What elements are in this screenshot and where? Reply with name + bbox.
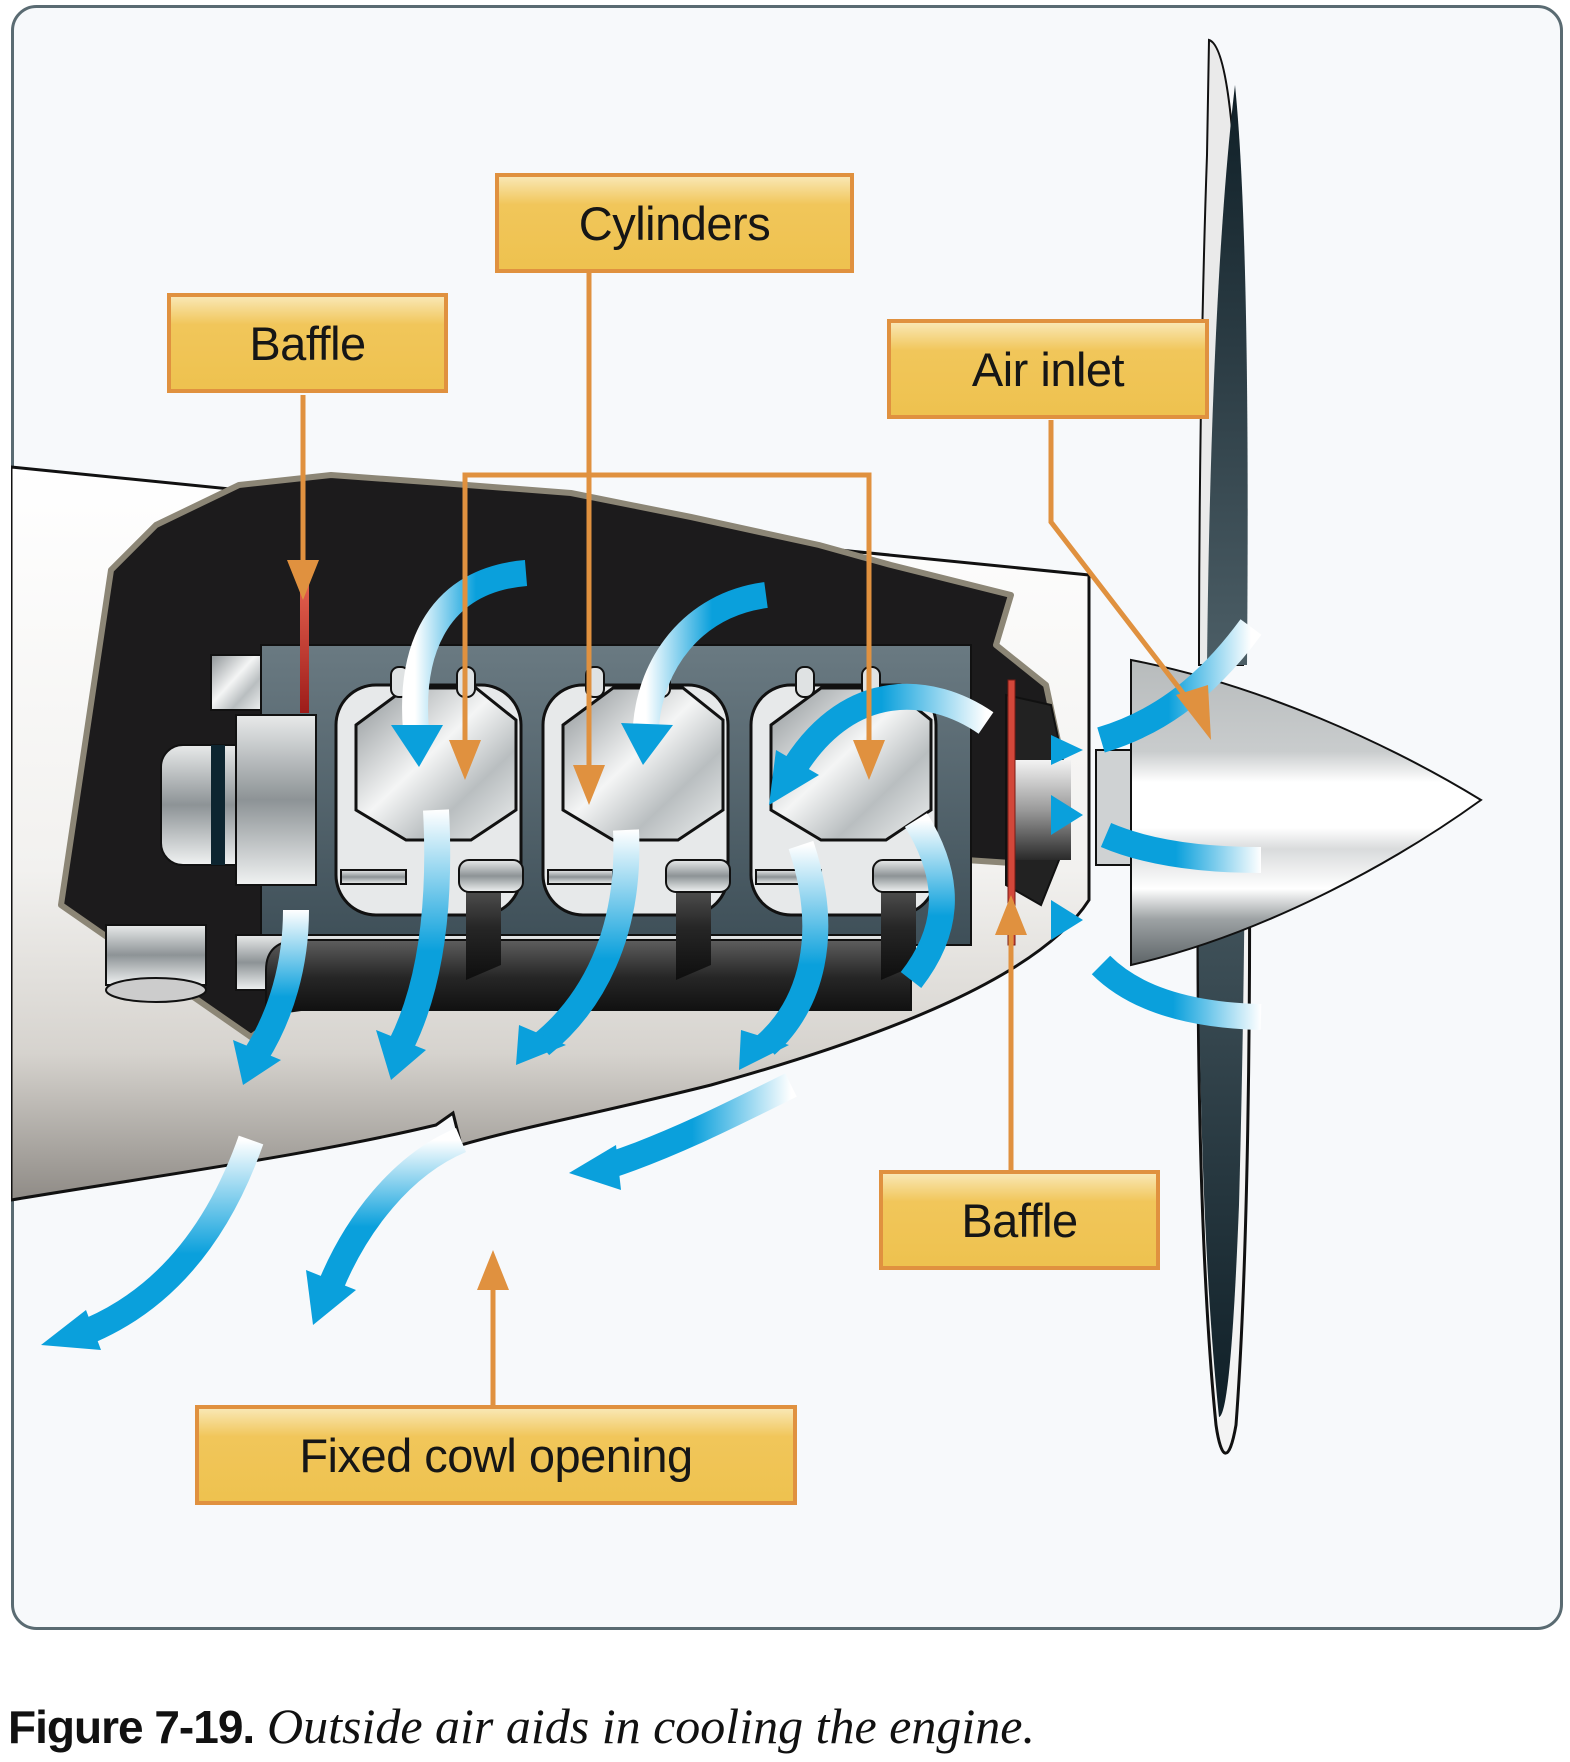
- airflow-arrow: [633, 582, 769, 727]
- airflow-arrowhead: [569, 1145, 621, 1190]
- airflow-arrow: [244, 909, 309, 1062]
- label-baffle-rear-text: Baffle: [249, 316, 366, 370]
- leader-arrowheads: [287, 560, 1211, 1290]
- airflow-arrow: [389, 809, 451, 1051]
- airflow-arrows: [41, 560, 1262, 1350]
- figure-caption: Figure 7-19. Outside air aids in cooling…: [8, 1697, 1035, 1755]
- airflow-arrow: [900, 813, 955, 988]
- airflow-arrowhead: [1051, 900, 1083, 940]
- figure-description: Outside air aids in cooling the engine.: [266, 1698, 1035, 1754]
- figure-number: Figure 7-19.: [8, 1701, 255, 1753]
- leader-lines: [300, 273, 1198, 1405]
- label-air-inlet-text: Air inlet: [971, 342, 1125, 396]
- airflow-arrowhead: [621, 723, 673, 765]
- leader-line-air-inlet: [1048, 420, 1198, 712]
- propeller-blade-bottom-shade: [1198, 795, 1245, 1417]
- airflow-arrowhead: [233, 1040, 281, 1085]
- label-baffle-front: Baffle: [879, 1170, 1160, 1270]
- airflow-arrow: [606, 1073, 797, 1178]
- airflow-arrowhead: [376, 1030, 426, 1080]
- airflow-arrow: [757, 840, 829, 1055]
- figure-frame: Cylinders Baffle Air inlet Baffle Fixed …: [11, 5, 1563, 1630]
- baffle-rear: [300, 583, 309, 713]
- label-cylinders-text: Cylinders: [578, 196, 771, 250]
- propeller-blade-top-shade: [1207, 85, 1248, 665]
- label-fixed-cowl-opening-text: Fixed cowl opening: [299, 1428, 693, 1482]
- airflow-arrow: [785, 683, 994, 773]
- airflow-arrowhead: [516, 1025, 566, 1065]
- label-cylinders: Cylinders: [495, 173, 854, 273]
- airflow-arrow: [1100, 822, 1262, 873]
- airflow-arrow: [1091, 955, 1262, 1030]
- label-baffle-rear: Baffle: [167, 293, 448, 393]
- airflow-arrowhead: [739, 1030, 789, 1070]
- airflow-arrow: [1097, 619, 1262, 753]
- airflow-arrowhead: [1051, 795, 1083, 835]
- airflow-arrowhead: [1051, 735, 1083, 765]
- airflow-arrowhead: [306, 1270, 356, 1325]
- airflow-arrowhead: [391, 725, 443, 767]
- accessory-section: [105, 654, 317, 1003]
- label-air-inlet: Air inlet: [887, 319, 1209, 419]
- airflow-arrow: [319, 1128, 467, 1291]
- airflow-arrow: [85, 1135, 264, 1342]
- airflow-arrowhead: [41, 1310, 101, 1350]
- propeller: [1196, 38, 1252, 1455]
- airflow-arrow: [532, 829, 640, 1056]
- airflow-arrowhead: [769, 750, 819, 805]
- spinner: [1130, 658, 1483, 967]
- airflow-arrow: [402, 560, 528, 732]
- leader-line-cylinders-bracket: [462, 472, 872, 745]
- label-baffle-front-text: Baffle: [961, 1193, 1078, 1247]
- label-fixed-cowl-opening: Fixed cowl opening: [195, 1405, 797, 1505]
